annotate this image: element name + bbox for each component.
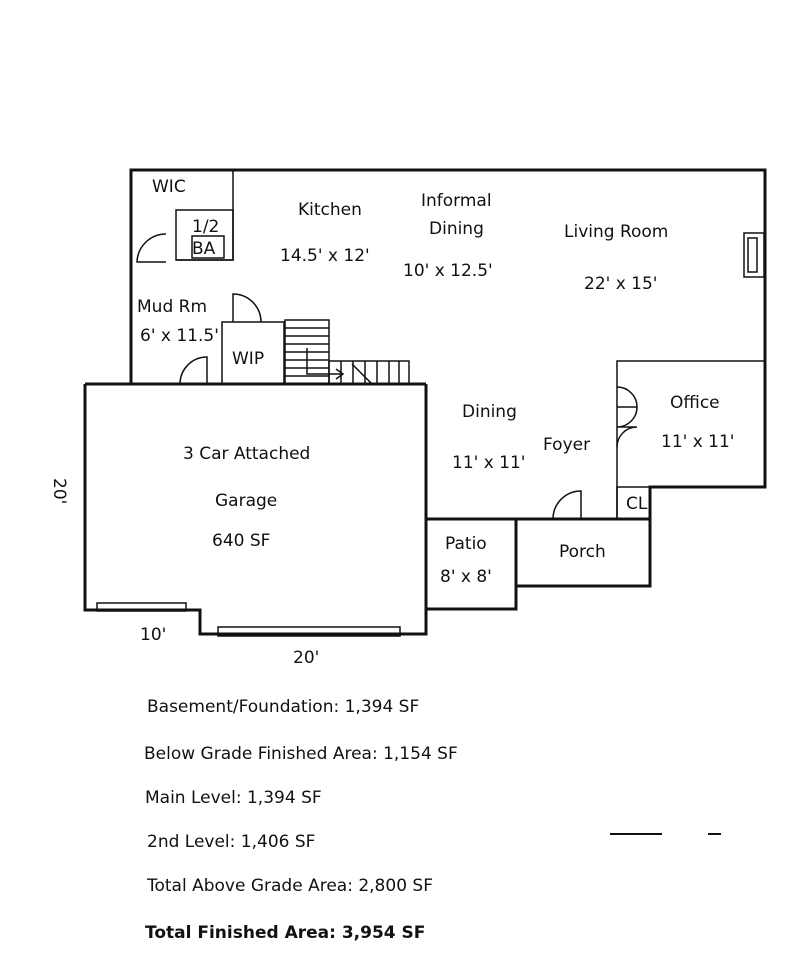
label-dining-dim: 11' x 11' [452, 453, 525, 473]
patio-outline [424, 517, 518, 611]
label-patio: Patio [445, 534, 487, 554]
stat-basement: Basement/Foundation: 1,394 SF [147, 697, 420, 717]
label-mud-room-dim: 6' x 11.5' [140, 326, 219, 346]
label-half-bath-2: BA [192, 239, 216, 259]
mud-room-wall [221, 321, 285, 384]
fireplace [743, 232, 765, 278]
garage-door-right [217, 626, 401, 637]
stat-second-level: 2nd Level: 1,406 SF [147, 832, 316, 852]
garage-door-left [96, 602, 187, 612]
porch-outline [514, 517, 652, 588]
label-closet: CL [626, 494, 648, 514]
label-wic: WIC [152, 177, 186, 197]
label-kitchen: Kitchen [298, 200, 362, 220]
stray-mark-short [708, 833, 721, 835]
stat-total-above: Total Above Grade Area: 2,800 SF [147, 876, 433, 896]
label-porch: Porch [559, 542, 606, 562]
mud-room-door-swing [232, 293, 262, 323]
label-garage-1: 3 Car Attached [183, 444, 310, 464]
label-living-room-dim: 22' x 15' [584, 274, 657, 294]
floor-plan: WIC 1/2 BA Kitchen 14.5' x 12' Informal … [49, 168, 767, 668]
label-living-room: Living Room [564, 222, 668, 242]
label-foyer: Foyer [543, 435, 590, 455]
label-office: Office [670, 393, 720, 413]
dim-garage-side: 20' [49, 478, 69, 504]
label-dining: Dining [462, 402, 517, 422]
label-garage-area: 640 SF [212, 531, 270, 551]
label-garage-2: Garage [215, 491, 277, 511]
stat-below-grade: Below Grade Finished Area: 1,154 SF [144, 744, 458, 764]
stat-total-finished: Total Finished Area: 3,954 SF [145, 923, 426, 943]
staircase [284, 319, 410, 385]
closet-outline [616, 486, 651, 520]
label-mud-room: Mud Rm [137, 297, 207, 317]
half-bath-door-swing [136, 233, 167, 263]
fireplace-inner [747, 237, 758, 273]
half-bath-fixture [191, 235, 225, 259]
label-informal-dining-dim: 10' x 12.5' [403, 261, 493, 281]
dim-garage-bottom-right: 20' [293, 648, 319, 668]
stray-mark-long [610, 833, 662, 835]
office-double-door [616, 386, 638, 448]
label-half-bath-1: 1/2 [192, 217, 219, 237]
garage-entry-door-swing [179, 356, 208, 385]
half-bath-outline [175, 209, 234, 261]
label-office-dim: 11' x 11' [661, 432, 734, 452]
foyer-entry-door-swing [552, 490, 582, 520]
label-informal-dining-1: Informal [421, 191, 492, 211]
office-wall [616, 360, 765, 519]
label-kitchen-dim: 14.5' x 12' [280, 246, 370, 266]
stat-main-level: Main Level: 1,394 SF [145, 788, 322, 808]
label-informal-dining-2: Dining [429, 219, 484, 239]
dim-garage-bottom-left: 10' [140, 625, 166, 645]
label-wip: WIP [232, 349, 264, 369]
label-patio-dim: 8' x 8' [440, 567, 492, 587]
